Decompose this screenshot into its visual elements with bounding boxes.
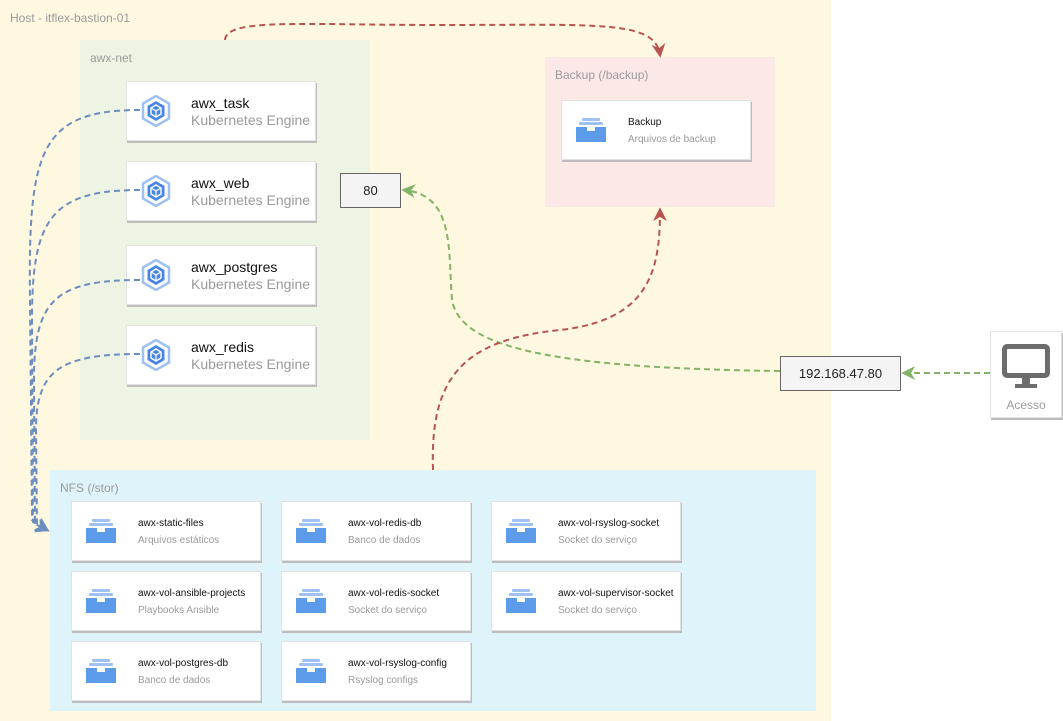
nfs-zone-label: NFS (/stor): [60, 481, 119, 495]
volume-name: awx-vol-rsyslog-config: [348, 658, 447, 669]
client-access-card[interactable]: Acesso: [990, 331, 1062, 418]
storage-icon: [506, 589, 536, 613]
storage-icon: [576, 118, 606, 142]
kubernetes-engine-icon: [141, 95, 171, 127]
volume-desc: Socket do serviço: [558, 605, 637, 616]
backup-zone-label: Backup (/backup): [555, 68, 649, 82]
volume-name: awx-vol-ansible-projects: [138, 588, 246, 599]
volume-desc: Banco de dados: [138, 675, 211, 686]
storage-desc: Arquivos de backup: [628, 134, 716, 145]
awx-net-zone-label: awx-net: [90, 51, 133, 65]
volume-desc: Socket do serviço: [558, 535, 637, 546]
storage-name: Backup: [628, 117, 662, 128]
volume-desc: Socket do serviço: [348, 605, 427, 616]
service-name: awx_postgres: [191, 259, 278, 275]
service-name: awx_task: [191, 95, 250, 111]
volume-card-awx-vol-rsyslog-config[interactable]: awx-vol-rsyslog-config Rsyslog configs: [281, 641, 471, 701]
volume-card-awx-vol-supervisor-socket[interactable]: awx-vol-supervisor-socket Socket do serv…: [491, 571, 681, 631]
volume-name: awx-vol-redis-socket: [348, 588, 440, 599]
storage-icon: [86, 519, 116, 543]
storage-icon: [86, 659, 116, 683]
service-card-awx-postgres[interactable]: awx_postgres Kubernetes Engine: [126, 245, 316, 305]
kubernetes-engine-icon: [141, 339, 171, 371]
service-engine: Kubernetes Engine: [191, 276, 311, 292]
volume-desc: Playbooks Ansible: [138, 605, 220, 616]
kubernetes-engine-icon: [141, 175, 171, 207]
volume-desc: Rsyslog configs: [348, 675, 419, 686]
service-engine: Kubernetes Engine: [191, 192, 311, 208]
volume-card-awx-vol-redis-socket[interactable]: awx-vol-redis-socket Socket do serviço: [281, 571, 471, 631]
client-access-label: Acesso: [1006, 398, 1046, 412]
internal-port-box[interactable]: 80: [340, 173, 401, 208]
external-ip-label: 192.168.47.80: [798, 366, 883, 381]
volume-name: awx-vol-redis-db: [348, 518, 422, 529]
volume-card-awx-vol-postgres-db[interactable]: awx-vol-postgres-db Banco de dados: [71, 641, 261, 701]
volume-name: awx-static-files: [138, 518, 204, 529]
storage-icon: [296, 659, 326, 683]
kubernetes-engine-icon: [141, 259, 171, 291]
volume-card-awx-vol-rsyslog-socket[interactable]: awx-vol-rsyslog-socket Socket do serviço: [491, 501, 681, 561]
service-name: awx_web: [191, 175, 250, 191]
volume-name: awx-vol-rsyslog-socket: [558, 518, 660, 529]
volume-card-awx-vol-redis-db[interactable]: awx-vol-redis-db Banco de dados: [281, 501, 471, 561]
internal-port-label: 80: [363, 183, 378, 198]
service-name: awx_redis: [191, 339, 255, 355]
storage-icon: [296, 589, 326, 613]
service-engine: Kubernetes Engine: [191, 112, 311, 128]
volume-card-awx-static-files[interactable]: awx-static-files Arquivos estáticos: [71, 501, 261, 561]
storage-icon: [296, 519, 326, 543]
storage-icon: [506, 519, 536, 543]
volume-desc: Banco de dados: [348, 535, 421, 546]
volume-name: awx-vol-supervisor-socket: [558, 588, 674, 599]
monitor-icon: [1002, 344, 1050, 388]
volume-card-awx-vol-ansible-projects[interactable]: awx-vol-ansible-projects Playbooks Ansib…: [71, 571, 261, 631]
storage-icon: [86, 589, 116, 613]
host-zone-label: Host - itflex-bastion-01: [10, 11, 131, 25]
backup-storage-card[interactable]: Backup Arquivos de backup: [561, 100, 751, 160]
service-engine: Kubernetes Engine: [191, 356, 311, 372]
service-card-awx-redis[interactable]: awx_redis Kubernetes Engine: [126, 325, 316, 385]
external-ip-box[interactable]: 192.168.47.80: [780, 356, 901, 391]
volume-desc: Arquivos estáticos: [138, 535, 220, 546]
service-card-awx-web[interactable]: awx_web Kubernetes Engine: [126, 161, 316, 221]
service-card-awx-task[interactable]: awx_task Kubernetes Engine: [126, 81, 316, 141]
volume-name: awx-vol-postgres-db: [138, 658, 229, 669]
